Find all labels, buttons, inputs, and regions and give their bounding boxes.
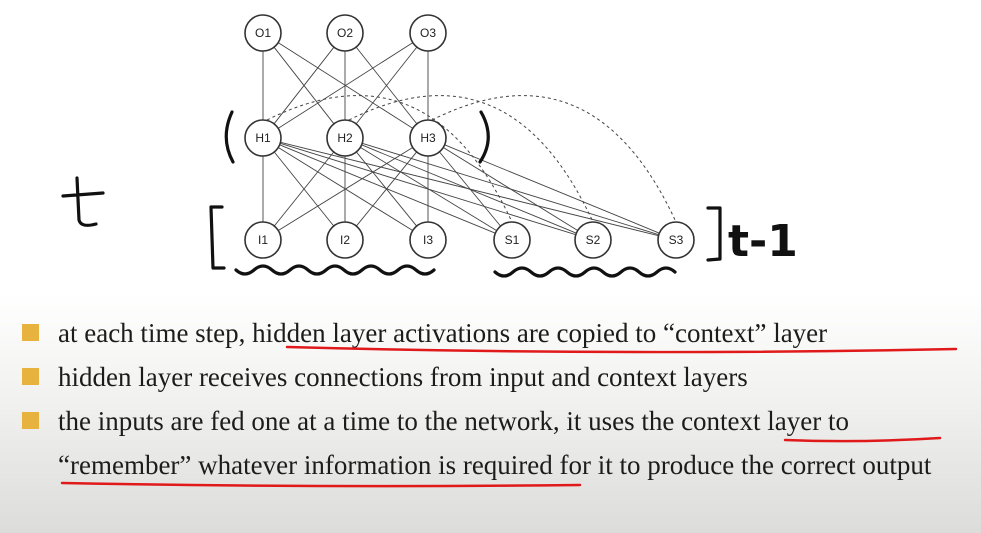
bullet-square-icon	[22, 324, 39, 341]
bullet-text-1: at each time step, hidden layer activati…	[58, 318, 828, 348]
node-circle	[244, 221, 282, 259]
node-label: H1	[255, 131, 271, 145]
node-o2: O2	[326, 14, 364, 52]
bullet-square-icon	[22, 412, 39, 429]
node-h1: H1	[244, 119, 282, 157]
node-circle	[326, 221, 364, 259]
node-o1: O1	[244, 14, 282, 52]
node-circle	[409, 221, 447, 259]
node-h3: H3	[409, 119, 447, 157]
node-circle	[244, 119, 282, 157]
node-label: O3	[420, 26, 436, 40]
connection-H3-O2	[355, 46, 418, 125]
bottom-right-bracket	[706, 206, 722, 262]
bullet-text-3: the inputs are fed one at a time to the …	[58, 406, 932, 480]
copy-arc-H1-S1	[266, 95, 513, 223]
time-label: t	[82, 213, 83, 216]
node-circle	[657, 221, 695, 259]
bullet-text-2: hidden layer receives connections from i…	[58, 362, 748, 392]
node-circle	[326, 14, 364, 52]
node-h2: H2	[326, 119, 364, 157]
node-circle	[409, 14, 447, 52]
connection-S3-H3	[444, 144, 660, 234]
hidden-layer-left-bracket	[224, 110, 235, 164]
node-circle	[244, 14, 282, 52]
connection-S1-H1	[279, 144, 496, 234]
context-squiggle	[493, 266, 677, 278]
hidden-layer-right-bracket	[478, 110, 490, 164]
node-s1: S1	[493, 221, 531, 259]
connection-S3-H1	[280, 141, 659, 237]
node-i1: I1	[244, 221, 282, 259]
node-i3: I3	[409, 221, 447, 259]
connection-I2-H1	[273, 151, 335, 227]
connection-S3-H2	[362, 142, 659, 236]
previous-time-label: t-1	[728, 216, 798, 267]
time-label-glyph	[61, 176, 105, 227]
node-label: H3	[420, 131, 436, 145]
bullet-item-2: hidden layer receives connections from i…	[22, 355, 981, 399]
node-label: I1	[258, 233, 268, 247]
bullet-square-icon	[22, 368, 39, 385]
bottom-left-bracket	[209, 205, 226, 270]
node-s2: S2	[574, 221, 612, 259]
node-label: S2	[586, 233, 601, 247]
node-circle	[326, 119, 364, 157]
input-squiggle	[234, 264, 436, 276]
bullet-item-3: the inputs are fed one at a time to the …	[22, 399, 981, 487]
node-label: H2	[337, 131, 353, 145]
bullet-item-1: at each time step, hidden layer activati…	[22, 311, 981, 355]
node-label: O1	[255, 26, 271, 40]
copy-arc-H3-S3	[431, 95, 677, 223]
node-label: S1	[505, 233, 520, 247]
bullet-list: at each time step, hidden layer activati…	[22, 311, 981, 487]
connection-H2-O1	[273, 46, 335, 125]
node-s3: S3	[657, 221, 695, 259]
handwritten-annotations: t t-1	[61, 110, 798, 278]
node-circle	[574, 221, 612, 259]
node-i2: I2	[326, 221, 364, 259]
copy-arc-H2-S2	[348, 95, 594, 223]
node-label: S3	[669, 233, 684, 247]
node-label: I2	[340, 233, 350, 247]
node-label: O2	[337, 26, 353, 40]
node-o3: O3	[409, 14, 447, 52]
node-label: I3	[423, 233, 433, 247]
node-circle	[493, 221, 531, 259]
connection-H3-O1	[277, 42, 414, 129]
connection-I3-H1	[278, 147, 413, 231]
node-circle	[409, 119, 447, 157]
connection-S2-H1	[280, 142, 576, 236]
